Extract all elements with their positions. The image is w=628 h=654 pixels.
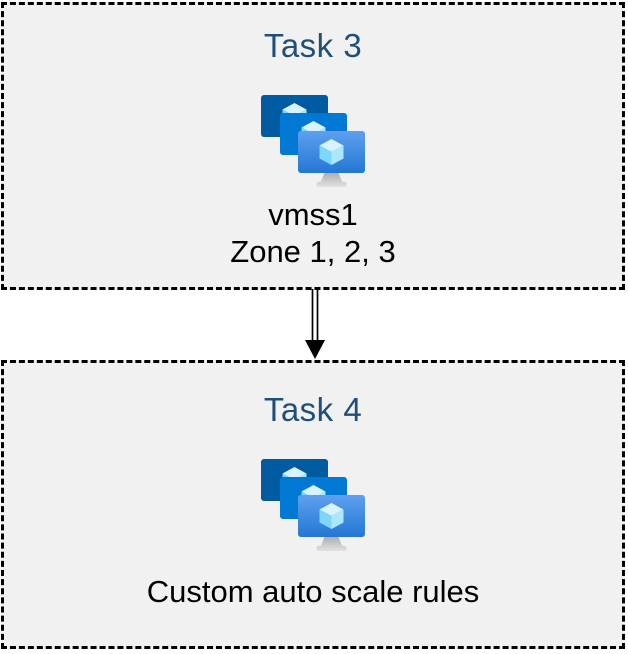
cube-icon	[319, 139, 343, 165]
monitor-stand	[316, 173, 346, 187]
task3-caption-line-1: vmss1	[268, 197, 358, 232]
monitor-front	[297, 131, 365, 187]
task4-box: Task 4	[1, 360, 625, 649]
task3-title: Task 3	[263, 27, 363, 64]
monitor-front	[297, 495, 365, 551]
task3-caption: vmss1 Zone 1, 2, 3	[230, 196, 395, 270]
vm-scale-sets-icon	[260, 95, 365, 187]
task4-caption-line-1: Custom auto scale rules	[146, 574, 480, 609]
task4-caption: Custom auto scale rules	[147, 573, 480, 610]
cube-icon	[319, 503, 343, 529]
vm-scale-sets-icon	[260, 459, 365, 551]
task4-title: Task 4	[263, 391, 363, 428]
monitor-stand	[316, 537, 346, 551]
down-arrow-connector	[305, 289, 325, 359]
arrowhead	[305, 340, 325, 359]
task3-box: Task 3	[1, 2, 625, 290]
task3-caption-line-2: Zone 1, 2, 3	[230, 234, 396, 269]
